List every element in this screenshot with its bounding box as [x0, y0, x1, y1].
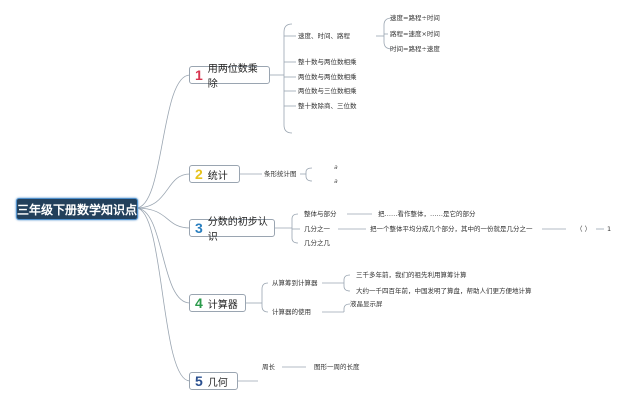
- root-topic[interactable]: 三年级下册数学知识点: [16, 198, 138, 220]
- formula-time[interactable]: 时间=路程÷速度: [390, 45, 440, 53]
- subtopic-two-by-three-digit[interactable]: 两位数与三位数相乘: [298, 87, 357, 95]
- subtopic-fractions[interactable]: 几分之几: [304, 239, 330, 247]
- perimeter-definition[interactable]: 图形一周的长度: [314, 363, 360, 371]
- branch-4-label: 计算器: [207, 299, 238, 311]
- branch-5-label: 几何: [207, 377, 228, 389]
- subtopic-tens-times-two-digit[interactable]: 整十数与两位数相乘: [298, 58, 357, 66]
- branch-2-number: 2: [195, 166, 203, 182]
- subtopic-tens-divide-three-digit[interactable]: 整十数除商、三位数: [298, 102, 357, 110]
- branch-4-number: 4: [195, 295, 203, 311]
- subtopic-perimeter[interactable]: 周长: [262, 363, 275, 371]
- fraction-one[interactable]: 1: [607, 225, 612, 233]
- subtopic-counting-rods-to-calculator[interactable]: 从算筹到计算器: [272, 279, 318, 287]
- branch-2-label: 统计: [207, 170, 228, 182]
- branch-1-topic[interactable]: 1 用两位数乘除: [189, 64, 270, 90]
- lcd-display[interactable]: 液晶显示屏: [350, 300, 383, 308]
- branch-5-topic[interactable]: 5 几何: [189, 372, 238, 390]
- history-abacus[interactable]: 大约一千四百年前，中国发明了算盘，帮助人们更方便地计算: [356, 287, 532, 295]
- branch-3-number: 3: [195, 220, 203, 236]
- whole-and-part-definition[interactable]: 把……看作整体，……是它的部分: [378, 210, 476, 218]
- branch-5-number: 5: [195, 373, 203, 389]
- branch-1-label: 用两位数乘除: [207, 64, 258, 90]
- subtopic-two-by-two-digit[interactable]: 两位数与两位数相乘: [298, 73, 357, 81]
- subtopic-whole-and-part[interactable]: 整体与部分: [304, 210, 337, 218]
- subtopic-using-calculator[interactable]: 计算器的使用: [272, 308, 311, 316]
- bar-chart-leaf-2[interactable]: a: [334, 178, 338, 185]
- subtopic-unit-fraction[interactable]: 几分之一: [304, 225, 330, 233]
- subtopic-bar-chart[interactable]: 条形统计图: [264, 170, 297, 178]
- formula-distance[interactable]: 路程=速度×时间: [390, 30, 440, 38]
- bar-chart-leaf-1[interactable]: a: [334, 164, 338, 171]
- branch-2-topic[interactable]: 2 统计: [189, 165, 240, 183]
- subtopic-speed-time-distance[interactable]: 速度、时间、路程: [298, 32, 350, 40]
- branch-1-number: 1: [195, 67, 203, 83]
- fraction-blank[interactable]: （ ）: [576, 225, 592, 233]
- formula-speed[interactable]: 速度=路程÷时间: [390, 14, 440, 22]
- unit-fraction-definition[interactable]: 把一个整体平均分成几个部分，其中的一份就是几分之一: [370, 225, 533, 233]
- branch-3-topic[interactable]: 3 分数的初步认识: [189, 217, 275, 243]
- branch-3-label: 分数的初步认识: [207, 217, 268, 243]
- branch-4-topic[interactable]: 4 计算器: [189, 294, 246, 312]
- history-counting-rods[interactable]: 三千多年前，我们的祖先利用算筹计算: [356, 271, 467, 279]
